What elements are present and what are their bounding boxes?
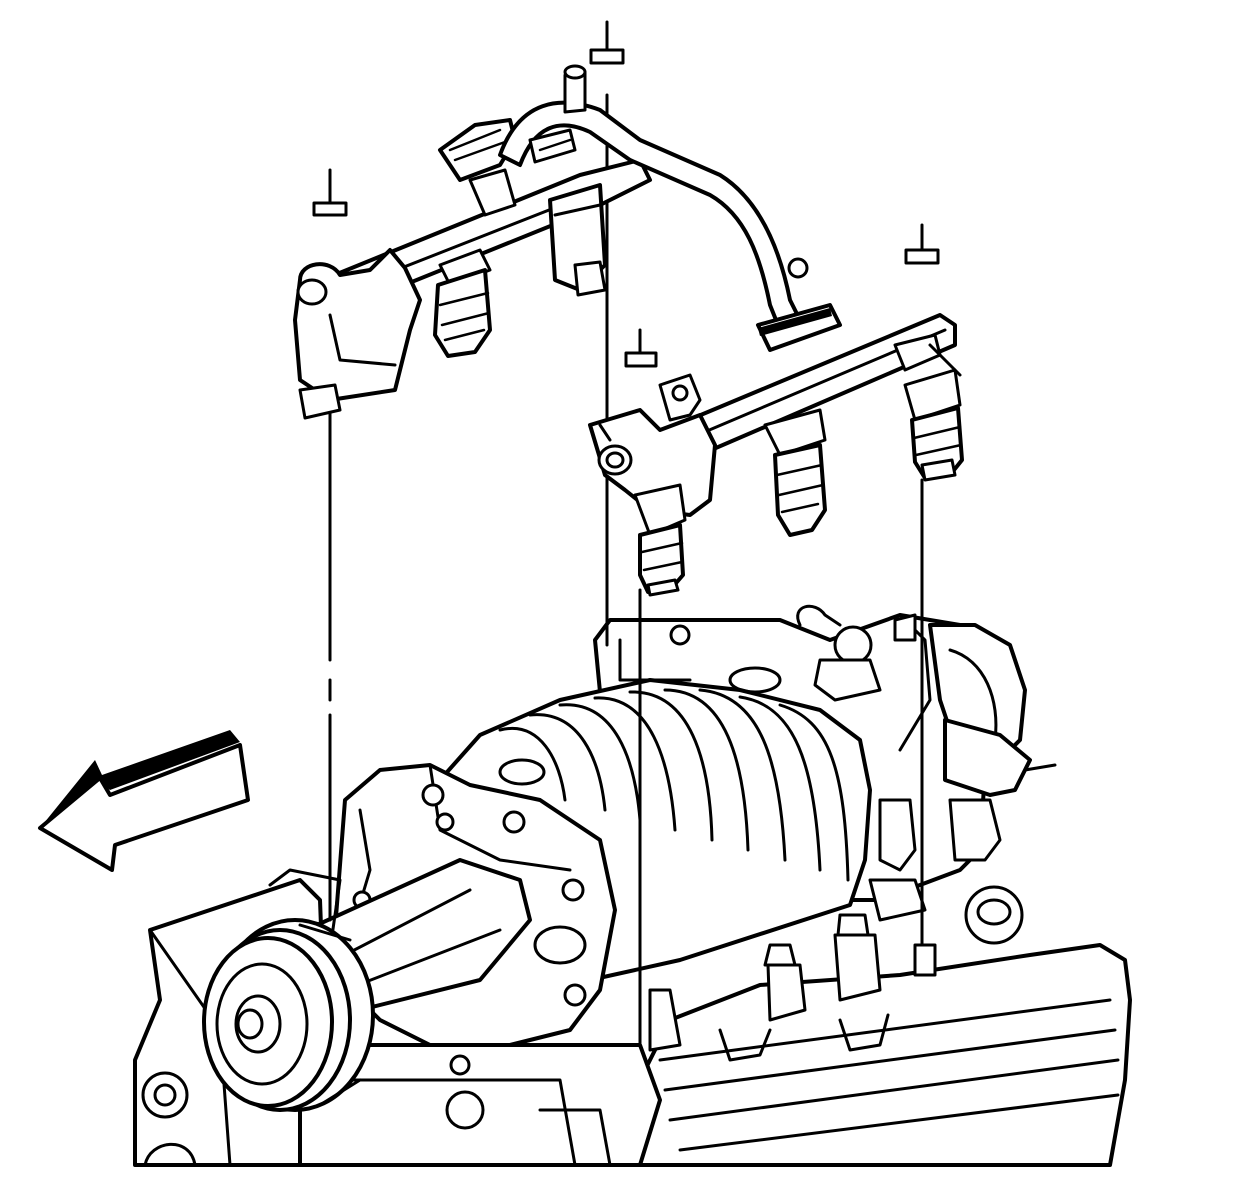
- injector-left-2: [548, 183, 607, 297]
- direction-arrow-icon: [38, 730, 250, 872]
- supercharger: [268, 613, 1022, 1047]
- injector-left-1: [433, 248, 492, 358]
- fuel-rail-nuts: [312, 48, 940, 368]
- injector-right-2: [763, 408, 827, 537]
- manifold-bolts: [648, 913, 937, 1052]
- injector-right-1: [633, 483, 687, 597]
- fuel-rail-right: [588, 313, 964, 597]
- throttle-body-area: [796, 604, 1057, 945]
- crossover-tube: [498, 64, 842, 352]
- injector-right-3: [903, 368, 964, 482]
- drive-pulley: [202, 918, 375, 1112]
- fuel-rail-left: [293, 118, 652, 420]
